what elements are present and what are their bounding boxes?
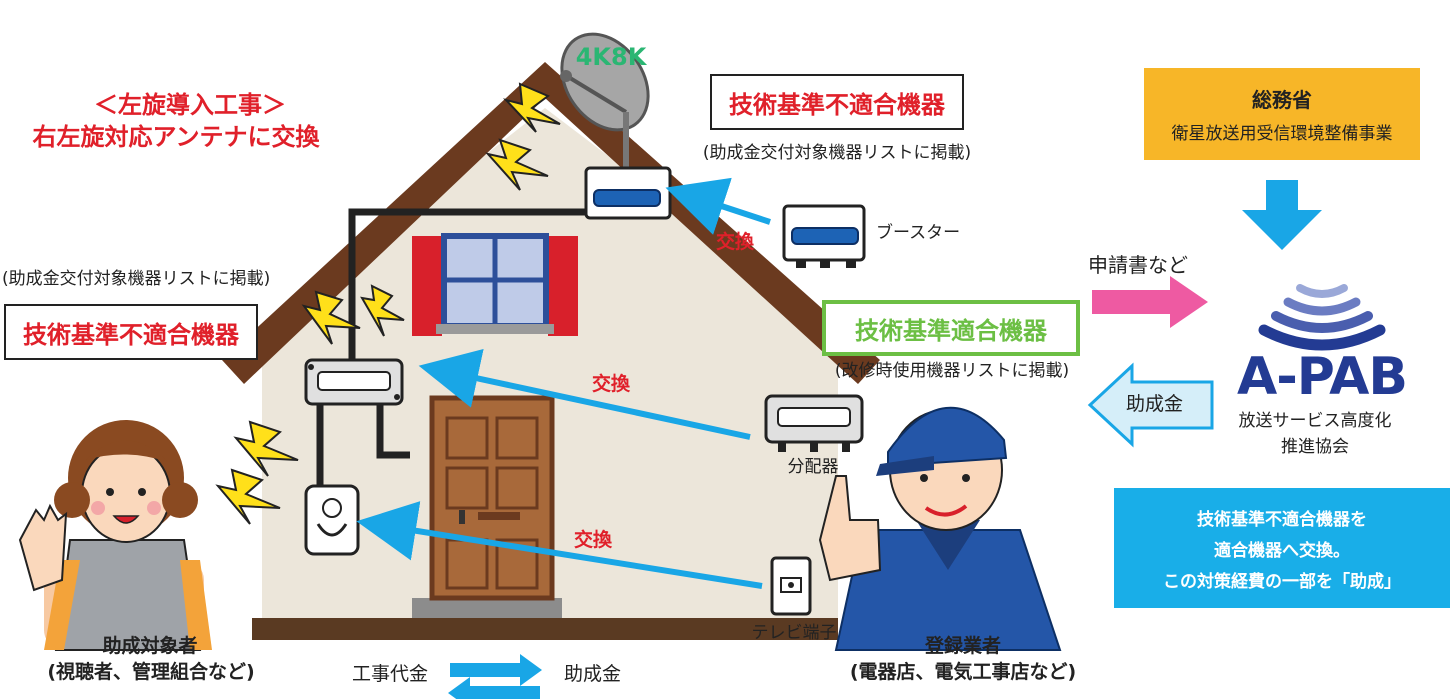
apab-line2: 推進協会 (1281, 437, 1349, 457)
nonconforming-top-box: 技術基準不適合機器 (710, 74, 964, 130)
antenna-badge: 4K8K (575, 43, 647, 71)
apab-wave-icon (1258, 284, 1386, 351)
summary-box: 技術基準不適合機器を 適合機器へ交換。 この対策経費の一部を「助成」 (1114, 488, 1450, 608)
old-splitter (304, 358, 404, 406)
lightning-icons (215, 82, 561, 525)
nonconforming-left-box: 技術基準不適合機器 (4, 304, 258, 360)
house-wall (262, 108, 838, 620)
recipient-sub: (視聴者、管理組合など) (47, 661, 255, 683)
satellite-dish (560, 32, 650, 170)
payment-cost: 工事代金 (352, 663, 429, 685)
summary-line2: 適合機器へ交換。 (1214, 540, 1350, 561)
flow-subsidy: 助成金 (1126, 393, 1184, 415)
nonconforming-left-title: 技術基準不適合機器 (23, 320, 239, 349)
nonconforming-top-title: 技術基準不適合機器 (729, 90, 945, 119)
exchange-label-outlet: 交換 (574, 529, 613, 551)
nonconforming-top-note: (助成金交付対象機器リストに掲載) (702, 143, 972, 163)
booster-label: ブースター (876, 223, 961, 243)
exchange-label-booster: 交換 (716, 231, 755, 253)
tv-outlet-label: テレビ端子 (751, 623, 837, 643)
exchange-label-splitter: 交換 (592, 373, 631, 395)
summary-line1: 技術基準不適合機器を (1197, 509, 1367, 530)
shutter-left (412, 236, 442, 336)
summary-line3: この対策経費の一部を「助成」 (1163, 571, 1401, 592)
house-base (252, 618, 838, 640)
application-arrow (1092, 276, 1208, 328)
old-tv-outlet (304, 484, 360, 556)
ministry-program: 衛星放送用受信環境整備事業 (1171, 124, 1393, 144)
splitter-label: 分配器 (787, 457, 839, 477)
intro-line1: ＜左旋導入工事＞ (94, 91, 286, 119)
ministry-box: 総務省 衛星放送用受信環境整備事業 (1144, 68, 1420, 160)
payment-arrows (448, 654, 542, 699)
contractor-name: 登録業者 (924, 635, 1001, 657)
conforming-note: (改修時使用機器リストに掲載) (834, 361, 1070, 381)
exchange-arrows (356, 177, 771, 589)
conforming-title: 技術基準適合機器 (855, 316, 1047, 345)
booster-device (782, 204, 866, 268)
recipient-woman-icon (18, 420, 212, 651)
payment-subsidy: 助成金 (564, 663, 622, 685)
nonconforming-left-note: (助成金交付対象機器リストに掲載) (2, 269, 271, 289)
ministry-down-arrow (1242, 180, 1322, 250)
subsidy-arrow (1087, 362, 1214, 448)
recipient-name: 助成対象者 (102, 635, 198, 657)
shutter-right (548, 236, 578, 336)
ministry-name: 総務省 (1252, 88, 1312, 112)
tv-outlet-device (770, 556, 812, 616)
splitter-device (764, 394, 864, 452)
intro-line2: 右左旋対応アンテナに交換 (32, 123, 320, 151)
apab-line1: 放送サービス高度化 (1238, 411, 1392, 431)
flow-application: 申請書など (1088, 253, 1188, 277)
door-step (412, 598, 562, 618)
conforming-box: 技術基準適合機器 (822, 300, 1080, 356)
contractor-man-icon (818, 406, 1062, 651)
contractor-sub: (電器店、電気工事店など) (849, 661, 1077, 683)
door (429, 395, 555, 601)
house (222, 62, 880, 640)
apab-logo: A-PAB (1236, 347, 1408, 407)
booster-on-house (584, 166, 672, 220)
